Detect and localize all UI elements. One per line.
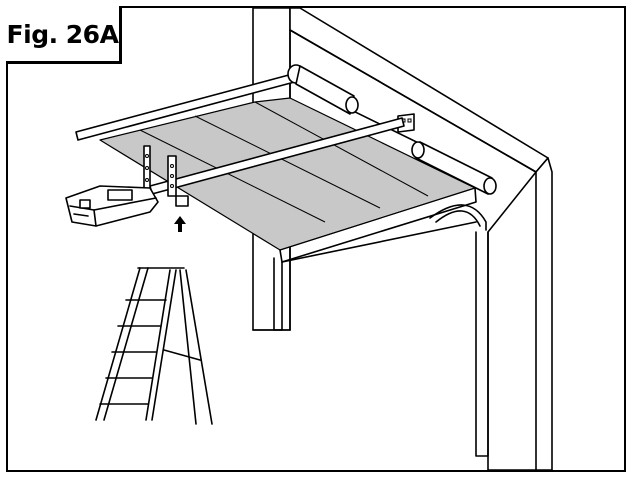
door-panels — [99, 97, 477, 263]
trolley — [175, 195, 189, 207]
hanging-brackets — [143, 145, 177, 197]
step-ladder — [95, 267, 213, 425]
up-arrow-icon — [174, 216, 186, 232]
opener-motor-unit — [65, 185, 159, 227]
springs — [287, 64, 497, 195]
figure-label: Fig. 26A — [6, 6, 122, 64]
door-opening — [273, 221, 489, 457]
